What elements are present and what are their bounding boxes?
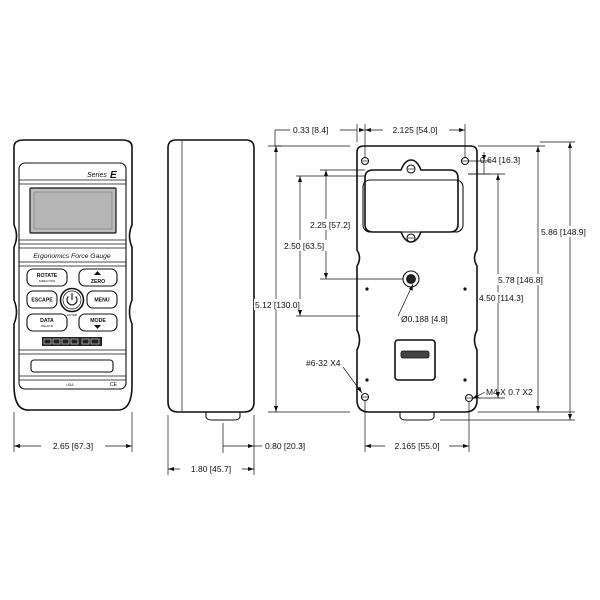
zero-button-label: ZERO [91,279,105,285]
battery-door [394,339,436,381]
menu-button-label: MENU [94,298,110,304]
corner-screw-bottom-left [360,392,370,402]
side-depth-dimension: 1.80 [45.7] [191,464,231,474]
front-housing-outline [13,139,133,411]
brand-logo-bar [42,337,102,346]
side-housing-outline [167,139,255,413]
inner-height-dimension: 4.50 [114.3] [479,293,523,303]
data-button-label: DATA [40,318,54,324]
plate-screw-top [406,164,416,174]
zero-button[interactable] [78,268,118,287]
side-dot-left [365,287,369,291]
product-name: Ergonomics Force Gauge [33,253,111,260]
corner-screw-bottom-right [464,393,474,403]
series-letter: E [110,170,117,181]
battery-latch[interactable] [400,350,430,359]
front-width-label-bg [41,440,105,451]
mode-button-label: MODE [90,318,106,324]
hole-diameter-callout: Ø0.188 [4.8] [401,314,448,324]
side-load-shaft [205,412,241,421]
brand-logo [43,338,100,345]
front-view: Series E Ergonomics Force Gauge ROTATE D… [13,139,133,452]
plate-screw-bottom [406,233,416,243]
escape-button[interactable] [26,290,58,309]
corner-screw-top-left [360,156,370,166]
mounting-plate-inner [362,179,464,233]
rear-housing-outline [356,145,478,413]
hole-spacing-top-dimension: 2.125 [54.0] [393,125,438,135]
series-label: Series [87,172,107,179]
screw-left-callout: #6-32 X4 [306,358,341,368]
lcd-screen [33,191,113,230]
hole-spacing-bottom-dimension: 2.165 [55.0] [395,441,440,451]
power-button-ring [62,290,82,310]
rotate-button-sublabel: DIRECTION [39,279,56,283]
center-hole [406,274,416,284]
power-icon [66,296,78,306]
data-button[interactable] [26,313,68,332]
mount-height-dimension: 2.50 [63.5] [284,241,324,251]
menu-button[interactable] [86,290,118,309]
side-dot-right [463,287,467,291]
ce-mark: CE [110,382,118,388]
rear-view: 2.125 [54.0] 0.33 [8.4] 0.64 [16.3] 2.25… [254,124,598,452]
rotate-button[interactable] [26,268,68,287]
screw-right-callout: M4 X 0.7 X2 [486,387,533,397]
side-dot-left-low [365,378,369,382]
escape-button-label: ESCAPE [31,298,53,304]
mode-button[interactable] [78,313,118,332]
right-offset-dimension: 0.64 [16.3] [480,155,520,165]
front-face-panel [18,162,127,390]
top-offset-dimension: 0.33 [8.4] [293,125,328,135]
overall-height-dimension: 5.12 [130.0] [255,300,300,310]
side-offset-dimension: 0.80 [20.3] [265,441,305,451]
mounting-plate-outline [364,159,459,243]
up-arrow-icon [94,271,101,275]
front-label-plate [30,359,114,373]
side-offset-arrow [248,444,254,448]
grip-ribs [19,179,126,381]
side-view: 1.80 [45.7] 0.80 [20.3] [167,139,305,475]
rear-load-shaft [399,412,435,421]
origin-mark: USA [66,383,74,387]
front-width-dimension: 2.65 [67.3] [53,441,93,451]
rotate-button-label: ROTATE [37,273,58,279]
enter-label: ENTER [67,313,78,317]
side-dot-right-low [463,378,467,382]
mid-height-dimension: 5.78 [146.8] [498,275,543,285]
total-height-dimension: 5.86 [148.9] [541,227,586,237]
power-button[interactable] [59,287,85,313]
data-button-sublabel: DELETE [41,324,53,328]
corner-screw-top-right [460,156,470,166]
mount-top-dimension: 2.25 [57.2] [310,220,350,230]
down-arrow-icon [94,325,101,329]
side-depth-label-bg [180,463,242,474]
